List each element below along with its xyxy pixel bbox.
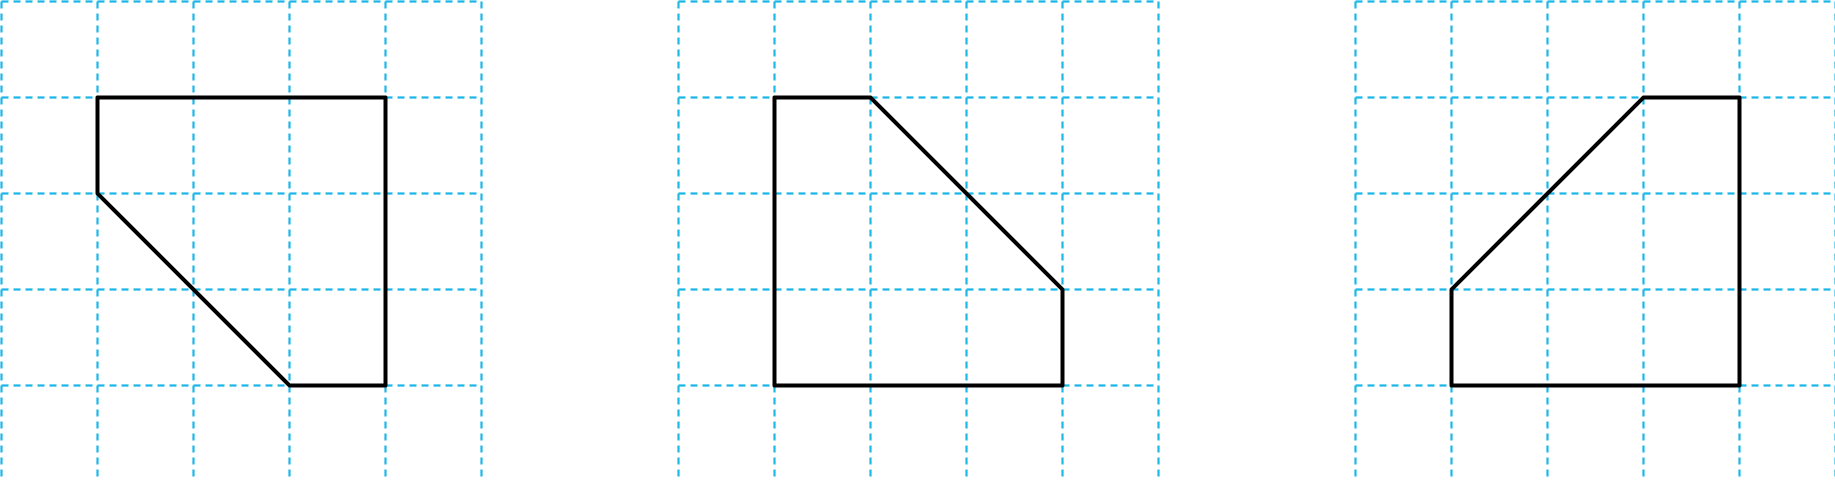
dashed-grid xyxy=(1356,2,1835,481)
pentagon-outline xyxy=(775,98,1063,386)
dashed-grid xyxy=(679,2,1159,481)
dashed-grid xyxy=(2,2,482,481)
panel-2 xyxy=(679,2,1159,481)
pentagon-outline xyxy=(1452,98,1740,386)
pentagon-outline xyxy=(98,98,386,386)
panel-1 xyxy=(2,2,482,481)
panel-3 xyxy=(1356,2,1835,481)
